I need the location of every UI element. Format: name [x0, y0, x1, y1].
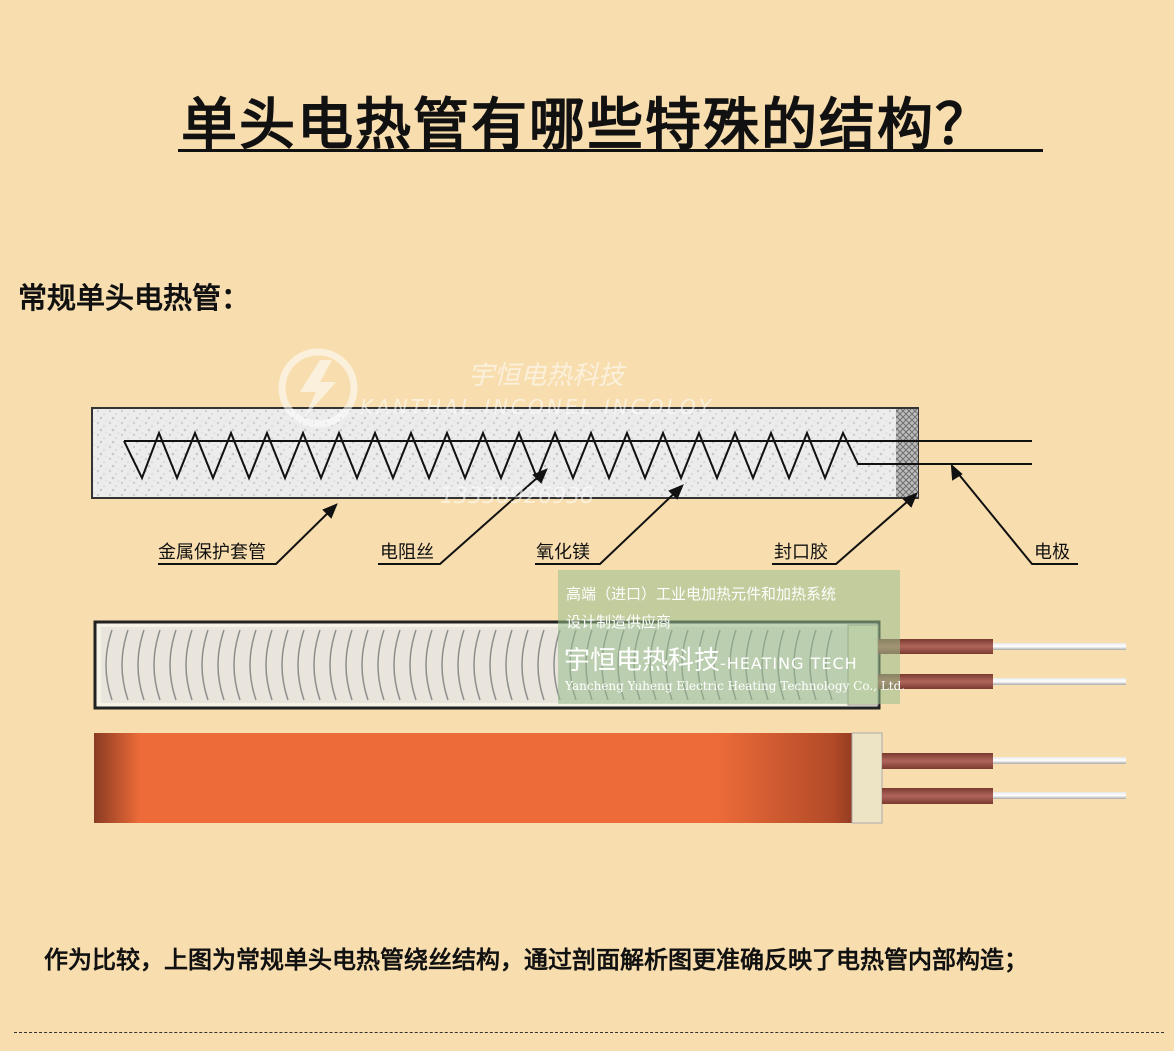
coil-loop: [521, 629, 529, 701]
exterior-tube-seal: [851, 732, 883, 824]
coil-loop: [473, 629, 481, 701]
coil-loop: [489, 629, 497, 701]
wire-lower: [993, 678, 1126, 685]
coil-loop: [265, 629, 273, 701]
coil-loop: [313, 629, 321, 701]
coil-loop: [217, 629, 225, 701]
watermark-brand: 宇恒电热科技: [468, 361, 627, 391]
overlay-brand-en: -HEATING TECH: [720, 654, 858, 673]
coil-loop: [393, 629, 401, 701]
exterior-lead-lower: [882, 788, 993, 804]
label-magnesium-oxide: 氧化镁: [536, 542, 590, 563]
coil-loop: [361, 629, 369, 701]
label-seal: 封口胶: [774, 542, 828, 563]
seal-plug: [896, 409, 918, 497]
coil-loop: [329, 629, 337, 701]
watermark-phone: 13338926938: [440, 484, 594, 509]
coil-loop: [201, 629, 209, 701]
wire-upper: [993, 643, 1126, 650]
coil-loop: [185, 629, 193, 701]
coil-loop: [297, 629, 305, 701]
coil-loop: [441, 629, 449, 701]
section-heading: 常规单头电热管：: [18, 281, 251, 315]
coil-loop: [457, 629, 465, 701]
coil-loop: [105, 629, 113, 701]
label-resistance-wire: 电阻丝: [380, 542, 434, 563]
exterior-wire-upper: [993, 757, 1126, 764]
overlay-company-en: Yancheng Yuheng Electric Heating Technol…: [565, 679, 906, 693]
coil-loop: [409, 629, 417, 701]
watermark: 宇恒电热科技 KANTHAL INCONEL INCOLOY 133389269…: [278, 348, 714, 509]
resistance-wire-zigzag: [123, 430, 1032, 481]
overlay-brand-cn: 宇恒电热科技: [564, 646, 721, 676]
caption: 作为比较，上图为常规单头电热管绕丝结构，通过剖面解析图更准确反映了电热管内部构造…: [44, 946, 1028, 974]
coil-loop: [169, 629, 177, 701]
sheath-body: [91, 407, 919, 499]
exterior-tube: [94, 732, 1126, 824]
lead-lower: [878, 674, 993, 689]
page-title: 单头电热管有哪些特殊的结构？: [181, 93, 993, 158]
heating-tube-diagram: 金属保护套管 电阻丝 氧化镁 封口胶 电极 宇恒电热科技 KANTHAL INC…: [91, 348, 1126, 824]
exterior-lead-upper: [882, 753, 993, 769]
coil-loop: [137, 629, 145, 701]
coil-loop: [121, 629, 129, 701]
coil-loop: [153, 629, 161, 701]
coil-loop: [377, 629, 385, 701]
coil-loop: [281, 629, 289, 701]
exterior-wire-lower: [993, 792, 1126, 799]
dashed-divider: [14, 1032, 1164, 1033]
coil-loop: [249, 629, 257, 701]
label-leaders: [158, 463, 1078, 565]
coil-loop: [345, 629, 353, 701]
title-underline: [178, 149, 1043, 152]
overlay-line-1: 高端（进口）工业电加热元件和加热系统: [566, 585, 837, 603]
coil-loop: [233, 629, 241, 701]
coil-loop: [425, 629, 433, 701]
tube-cross-section: [91, 407, 1032, 499]
coil-loop: [537, 629, 545, 701]
overlay-line-2: 设计制造供应商: [566, 613, 672, 631]
lead-upper: [878, 639, 993, 654]
label-electrode: 电极: [1034, 542, 1070, 563]
overlay-brand: 宇恒电热科技-HEATING TECH: [564, 640, 858, 677]
label-sheath: 金属保护套管: [158, 542, 266, 563]
lightning-logo-icon: [278, 348, 358, 428]
coil-loop: [505, 629, 513, 701]
promo-overlay: [558, 570, 900, 704]
watermark-alloys: KANTHAL INCONEL INCOLOY: [360, 395, 714, 419]
